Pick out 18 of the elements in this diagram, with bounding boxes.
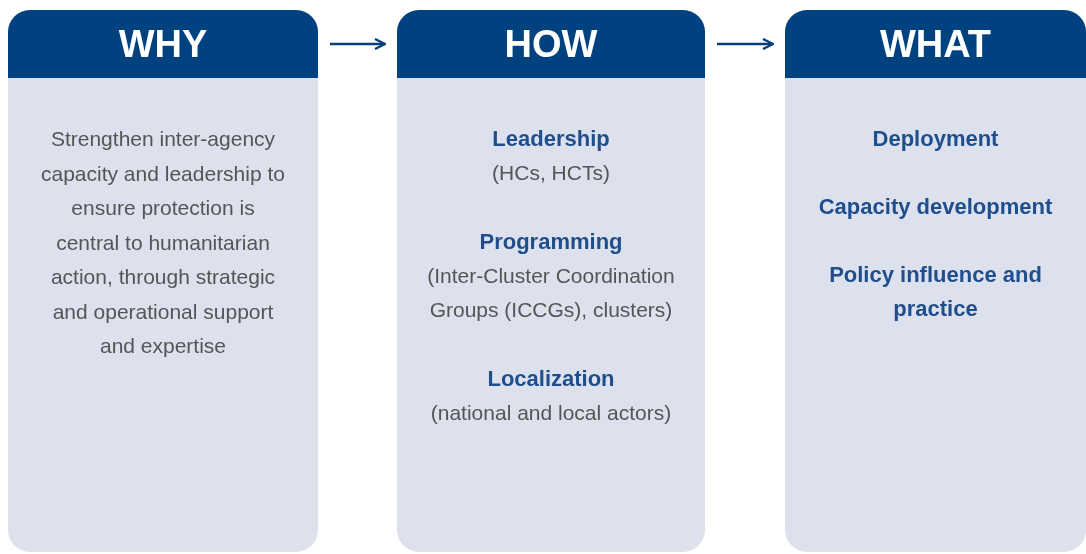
section-title: Localization <box>487 364 615 393</box>
column-card <box>785 10 1086 552</box>
description-text: Strengthen inter-agency capacity and leadership to ensure protection is central to humanitarian action, through strategic and operational support and expertise <box>40 126 286 359</box>
section-title: Capacity development <box>818 193 1053 221</box>
column-card <box>8 10 318 552</box>
section-title: Leadership <box>492 125 610 153</box>
description-text: (national and local actors) <box>430 399 672 426</box>
arrow <box>717 37 775 51</box>
column-heading: WHY <box>118 25 208 63</box>
arrow <box>330 37 387 51</box>
section-title: Policy influence and practice <box>828 261 1043 323</box>
section-title: Programming <box>479 227 623 256</box>
column-heading: HOW <box>504 25 598 63</box>
description-text: (Inter-Cluster Coordination Groups (ICCGs), clusters) <box>426 262 676 323</box>
description-text: (HCs, HCTs) <box>492 160 610 186</box>
column-heading: WHAT <box>879 25 992 63</box>
column-card <box>397 10 705 552</box>
section-title: Deployment <box>872 125 999 153</box>
